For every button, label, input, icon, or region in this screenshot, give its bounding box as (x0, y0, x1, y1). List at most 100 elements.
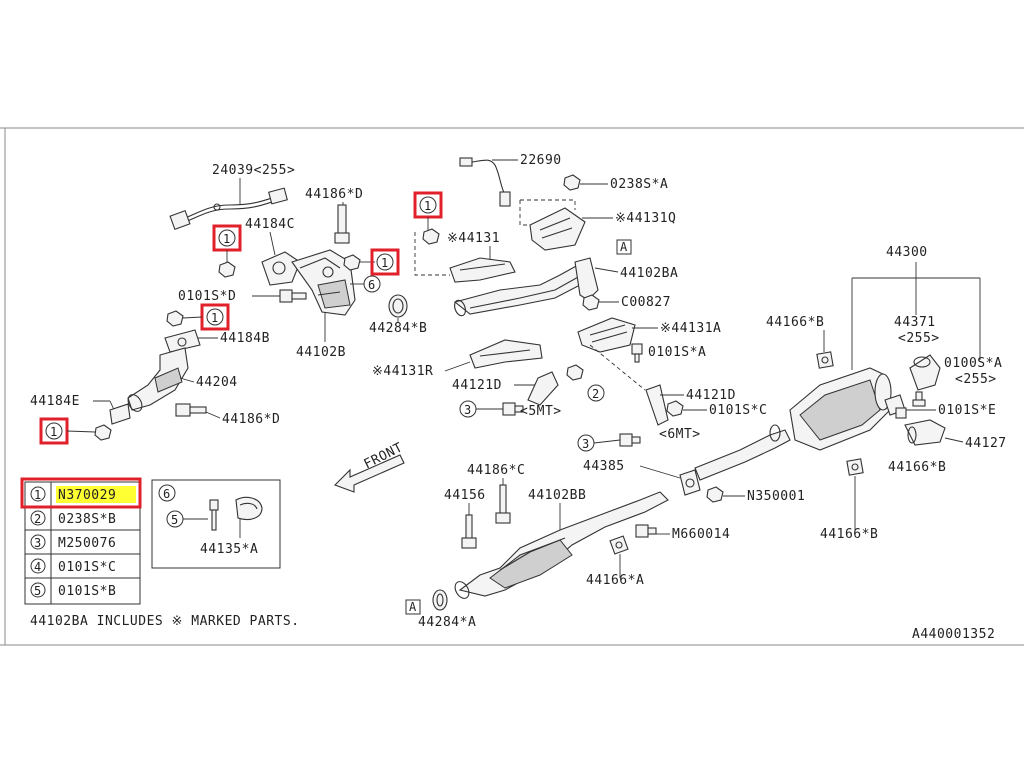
bolt-0101sa (631, 343, 643, 363)
front-catalyst-44102b (291, 249, 356, 316)
gasket-44284a (432, 589, 448, 611)
ref-a-box-top (616, 239, 632, 255)
leader-44385 (639, 465, 681, 479)
rear-catalyst-pipe-44102bb (454, 491, 669, 599)
svg-text:1: 1 (211, 311, 218, 325)
label-6mt: <6MT> (659, 427, 701, 442)
inset-box-6: 6 5 44135*A (151, 479, 281, 569)
ref-a-top-text: A (620, 240, 628, 254)
callout-1-box-c: 1 (200, 303, 230, 331)
svg-text:1: 1 (223, 232, 230, 246)
callout-3-right-text: 3 (582, 437, 589, 451)
bolt-0101sd (279, 289, 307, 303)
bolt-0100sa (912, 391, 926, 407)
label-44131q: ※44131Q (615, 211, 676, 226)
label-44184e: 44184E (30, 394, 80, 409)
label-m660014: M660014 (672, 527, 730, 542)
callout-3-left-text: 3 (464, 403, 471, 417)
label-0101sa: 0101S*A (648, 345, 706, 360)
bracket-44121d-left (527, 371, 559, 406)
legend-part-1: N370029 (58, 488, 116, 503)
nut-0238sa (563, 174, 581, 191)
bracket-44121d-right (645, 384, 669, 426)
callout-6-manifold-text: 6 (368, 278, 375, 292)
bolt-44186d-top (334, 204, 350, 244)
label-0101se: 0101S*E (938, 403, 996, 418)
legend-part-4: 0101S*C (58, 560, 116, 575)
label-0238sa: 0238S*A (610, 177, 668, 192)
legend-highlight-fill (56, 486, 136, 503)
svg-text:5: 5 (171, 513, 178, 527)
callout-2-text: 2 (592, 387, 599, 401)
hanger-44166b-top (816, 351, 834, 369)
label-44121d-left: 44121D (452, 378, 502, 393)
callout-1-box-a: 1 (212, 224, 242, 252)
label-44166b-bottom: 44166*B (820, 527, 878, 542)
leader-44127 (944, 437, 964, 443)
heat-shield-44131 (449, 257, 516, 283)
leader-callout-1-e (66, 430, 96, 433)
muffler-44300 (789, 367, 906, 451)
heat-shield-44131r (469, 339, 543, 369)
label-44371: 44371 (894, 315, 936, 330)
dash-44131q-1 (519, 200, 530, 226)
label-44385: 44385 (583, 459, 625, 474)
nut-44184b (166, 310, 184, 327)
label-44131r: ※44131R (372, 364, 433, 379)
leader-44102ba (594, 267, 619, 273)
dash-44131 (414, 232, 450, 276)
label-44186d-bottom: 44186*D (222, 412, 280, 427)
heat-shield-44131a (577, 317, 636, 353)
svg-text:2: 2 (34, 512, 41, 526)
svg-text:5: 5 (34, 584, 41, 598)
svg-text:1: 1 (50, 425, 57, 439)
nut-left-upper (218, 261, 236, 278)
label-44184c: 44184C (245, 217, 295, 232)
sensor-22690 (459, 157, 511, 207)
label-44166b-right: 44166*B (888, 460, 946, 475)
label-0100sa: 0100S*A (944, 356, 1002, 371)
legend-part-2: 0238S*B (58, 512, 116, 527)
bolt-6mt (619, 433, 641, 447)
label-44204: 44204 (196, 375, 238, 390)
svg-text:1: 1 (424, 199, 431, 213)
hanger-44166b-bottom (846, 458, 864, 476)
svg-text:1: 1 (34, 488, 41, 502)
bolt-0101se (895, 407, 907, 419)
label-44156: 44156 (444, 488, 486, 503)
front-pipe-44204 (127, 347, 189, 412)
label-255b: <255> (955, 372, 997, 387)
bolt-0101sc (666, 400, 684, 417)
legend-row-4: 4 0101S*C (30, 558, 116, 575)
legend-row-2: 2 0238S*B (30, 510, 116, 527)
leader-callout-1-c (182, 316, 203, 319)
legend-row-1-redbox (20, 477, 142, 509)
label-44121d-right: 44121D (686, 388, 736, 403)
svg-text:1: 1 (381, 256, 388, 270)
callout-2 (587, 384, 605, 402)
label-44102ba: 44102BA (620, 266, 678, 281)
gasket-44284b (388, 294, 408, 318)
bolt-m660014 (635, 524, 657, 538)
label-22690: 22690 (520, 153, 562, 168)
leader-callout-3-right (593, 439, 621, 444)
pipe-44127 (904, 419, 946, 446)
tail-tip-44371 (909, 354, 941, 391)
nut-n350001 (706, 486, 724, 503)
front-arrow (334, 454, 405, 493)
drawing-id: A440001352 (912, 627, 995, 642)
legend-part-5: 0101S*B (58, 584, 116, 599)
callout-1-box-e: 1 (39, 417, 69, 445)
inset-part: 44135*A (200, 542, 258, 557)
nut-middle (422, 228, 440, 245)
footnote: 44102BA INCLUDES ※ MARKED PARTS. (30, 614, 300, 629)
label-255a: <255> (898, 331, 940, 346)
label-c00827: C00827 (621, 295, 671, 310)
svg-text:6: 6 (163, 487, 170, 501)
legend-row-5: 5 0101S*B (30, 582, 116, 599)
bolt-44186d-bottom (175, 403, 207, 417)
bolt-44186c (495, 484, 511, 524)
label-44300: 44300 (886, 245, 928, 260)
stud-44156 (461, 514, 477, 549)
mid-pipe (694, 424, 791, 481)
